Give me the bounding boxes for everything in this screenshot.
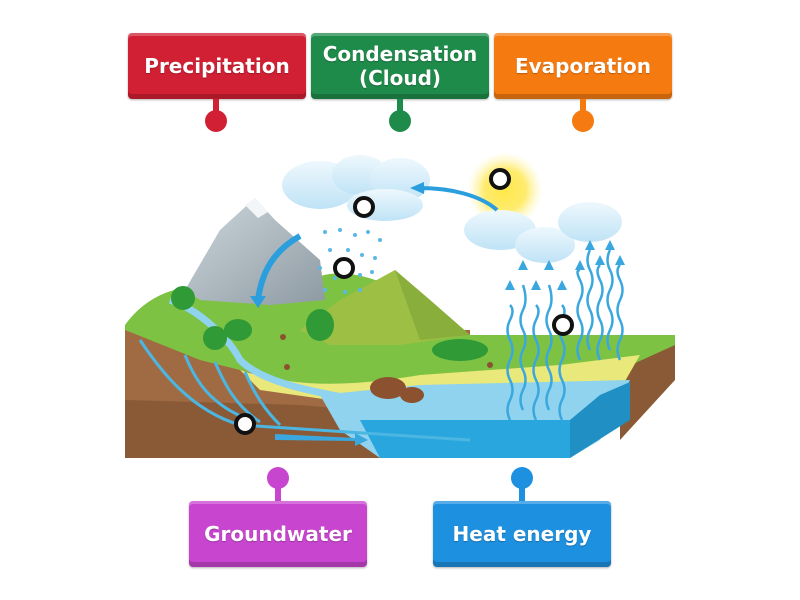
heat-energy-label[interactable]: Heat energy — [433, 501, 611, 567]
precipitation-label[interactable]: Precipitation — [128, 33, 306, 99]
groundwater-label[interactable]: Groundwater — [189, 501, 367, 567]
runoff-arrow-icon — [255, 233, 302, 301]
sun-drop-marker[interactable] — [489, 168, 511, 190]
rain-drops — [318, 228, 382, 294]
evaporation-label-text: Evaporation — [514, 54, 651, 78]
rain-drop-marker[interactable] — [333, 257, 355, 279]
groundwater-flow-arrow — [275, 433, 368, 446]
evaporation-vapor-lines — [506, 249, 624, 421]
evaporation-drop-marker[interactable] — [552, 314, 574, 336]
condensation-label[interactable]: Condensation (Cloud) — [311, 33, 489, 99]
wind-arrow-icon — [419, 186, 499, 212]
groundwater-label-text: Groundwater — [204, 522, 352, 546]
condensation-label-line2: (Cloud) — [358, 66, 442, 90]
mountain — [185, 198, 325, 305]
evaporation-label[interactable]: Evaporation — [494, 33, 672, 99]
cloud-cluster-right — [464, 202, 622, 263]
condensation-label-line1: Condensation — [322, 42, 478, 66]
river — [168, 296, 421, 409]
cloud-drop-marker[interactable] — [353, 196, 375, 218]
sun-icon — [467, 152, 543, 228]
groundwater-drop-marker[interactable] — [234, 413, 256, 435]
heat-energy-label-text: Heat energy — [452, 522, 592, 546]
precipitation-label-text: Precipitation — [144, 54, 290, 78]
